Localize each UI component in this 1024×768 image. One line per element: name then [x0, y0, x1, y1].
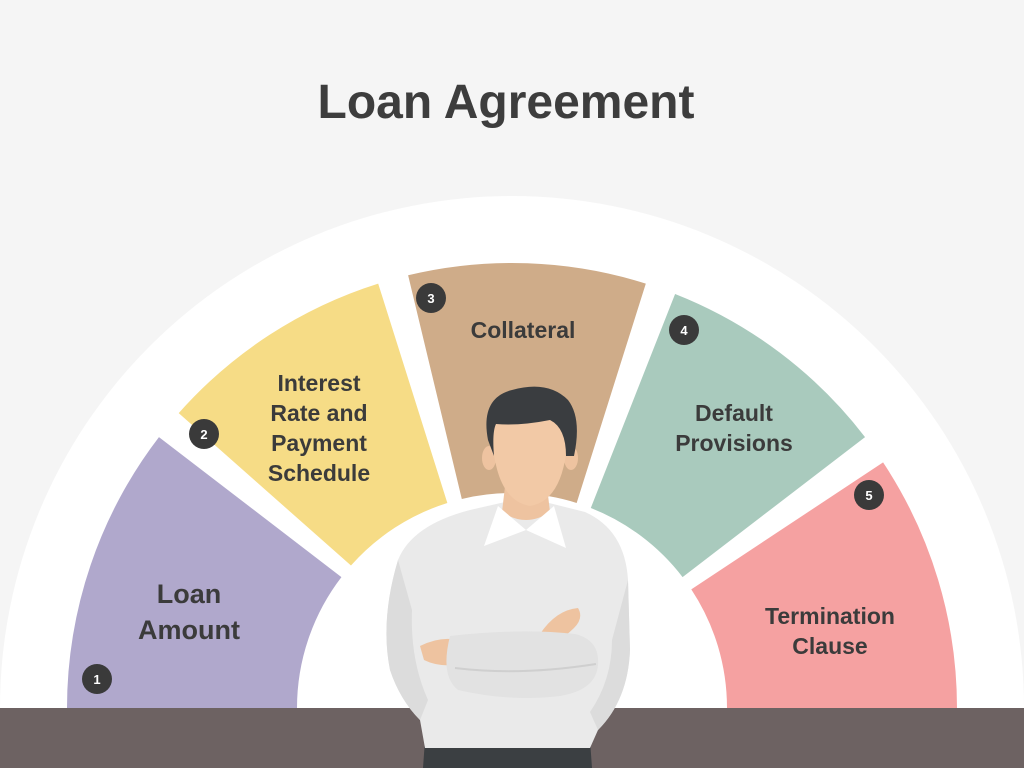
collar-right — [526, 506, 566, 548]
badge-number: 2 — [200, 427, 207, 442]
segment-2-badge: 2 — [189, 419, 219, 449]
segment-5-label-line: Clause — [792, 633, 867, 659]
segments-group — [67, 263, 957, 708]
badges-group: 1 2 3 4 5 — [82, 283, 884, 694]
segment-2-label-line: Interest — [277, 370, 360, 396]
segment-4 — [590, 293, 866, 578]
segment-3-badge: 3 — [416, 283, 446, 313]
badge-number: 1 — [93, 672, 100, 687]
segment-1-label-line: Amount — [138, 615, 240, 645]
badge-number: 5 — [865, 488, 872, 503]
segment-5-badge: 5 — [854, 480, 884, 510]
badge-circle — [669, 315, 699, 345]
segment-3 — [408, 263, 646, 503]
segment-2-label-line: Payment — [271, 430, 367, 456]
badge-circle — [854, 480, 884, 510]
segment-1 — [67, 437, 342, 708]
crossed-arms — [446, 631, 599, 698]
segment-4-label-line: Default — [695, 400, 773, 426]
face — [492, 408, 568, 506]
segment-2-label-line: Rate and — [270, 400, 367, 426]
businessman-illustration — [386, 386, 630, 768]
shirt-shade-right — [590, 580, 630, 730]
segment-2 — [178, 283, 448, 566]
badge-number: 3 — [427, 291, 434, 306]
segment-4-badge: 4 — [669, 315, 699, 345]
shirt-shade-left — [386, 560, 428, 720]
segment-5-label-line: Termination — [765, 603, 895, 629]
collar-left — [484, 506, 526, 546]
segment-5 — [691, 462, 957, 708]
page-title: Loan Agreement — [318, 76, 695, 129]
badge-circle — [416, 283, 446, 313]
segment-1-label-line: Loan — [157, 579, 222, 609]
segment-3-label: Collateral — [471, 317, 576, 343]
hair — [486, 386, 577, 456]
segment-3-label-line: Collateral — [471, 317, 576, 343]
segment-1-badge: 1 — [82, 664, 112, 694]
badge-circle — [189, 419, 219, 449]
badge-number: 4 — [680, 323, 688, 338]
segment-4-label-line: Provisions — [675, 430, 793, 456]
badge-circle — [82, 664, 112, 694]
segment-2-label-line: Schedule — [268, 460, 370, 486]
arm-fold-line — [454, 663, 597, 673]
